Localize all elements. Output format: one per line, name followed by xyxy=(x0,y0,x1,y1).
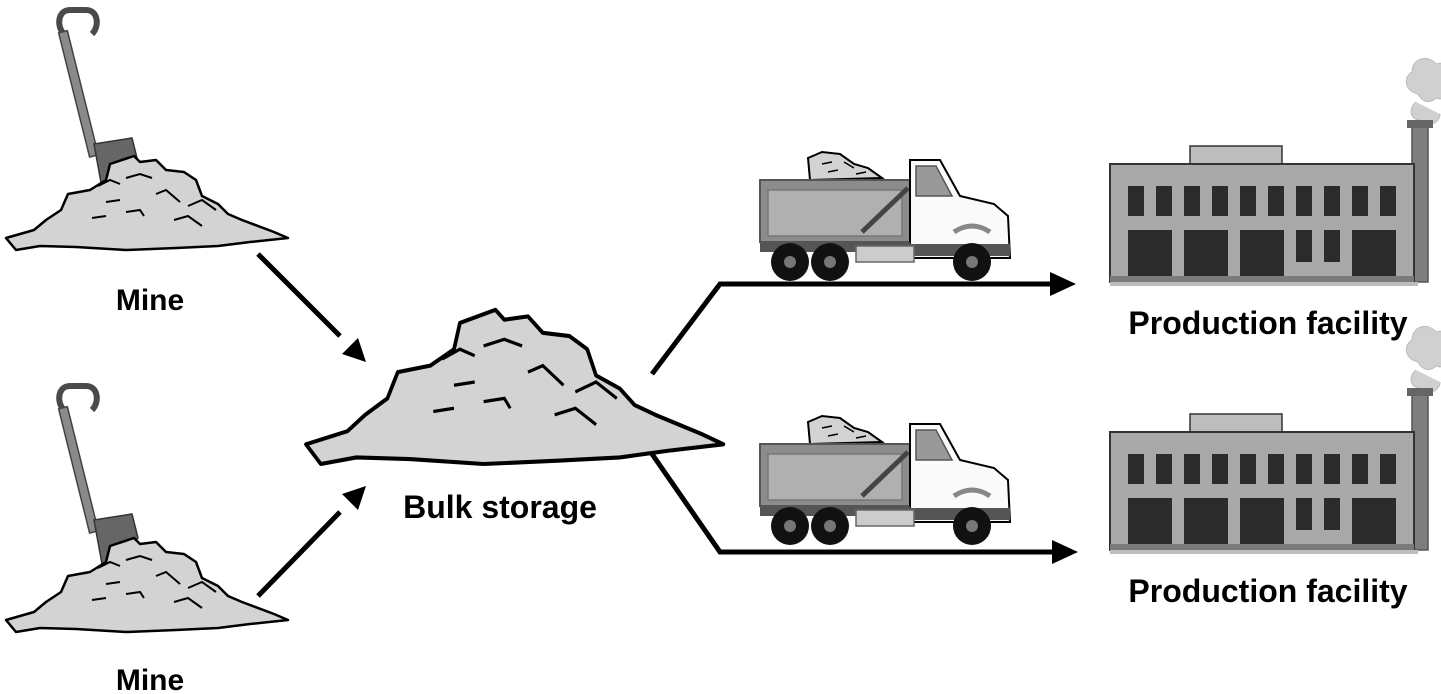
factory-bottom-icon xyxy=(1109,325,1441,555)
mine-top-pile-icon xyxy=(4,154,290,252)
mine-bottom-pile-icon xyxy=(4,536,290,634)
facility-top-label: Production facility xyxy=(1128,305,1407,341)
bulk-storage-label: Bulk storage xyxy=(403,489,597,525)
mine-bottom-shovel-icon xyxy=(59,386,138,564)
arrow-bulk-to-facility-top xyxy=(650,272,1076,376)
dump-truck-bottom-icon xyxy=(760,416,1010,545)
mine-top-label: Mine xyxy=(116,284,184,317)
arrow-bulk-to-facility-bottom xyxy=(649,452,1078,564)
bulk-storage-pile-icon xyxy=(306,310,723,464)
arrow-mine-bottom-to-bulk xyxy=(256,486,366,598)
factory-top-icon xyxy=(1109,57,1441,288)
facility-bottom-label: Production facility xyxy=(1128,573,1407,609)
dump-truck-top-icon xyxy=(760,152,1010,281)
mine-bottom-label: Mine xyxy=(116,664,184,694)
arrow-mine-top-to-bulk xyxy=(256,252,366,362)
